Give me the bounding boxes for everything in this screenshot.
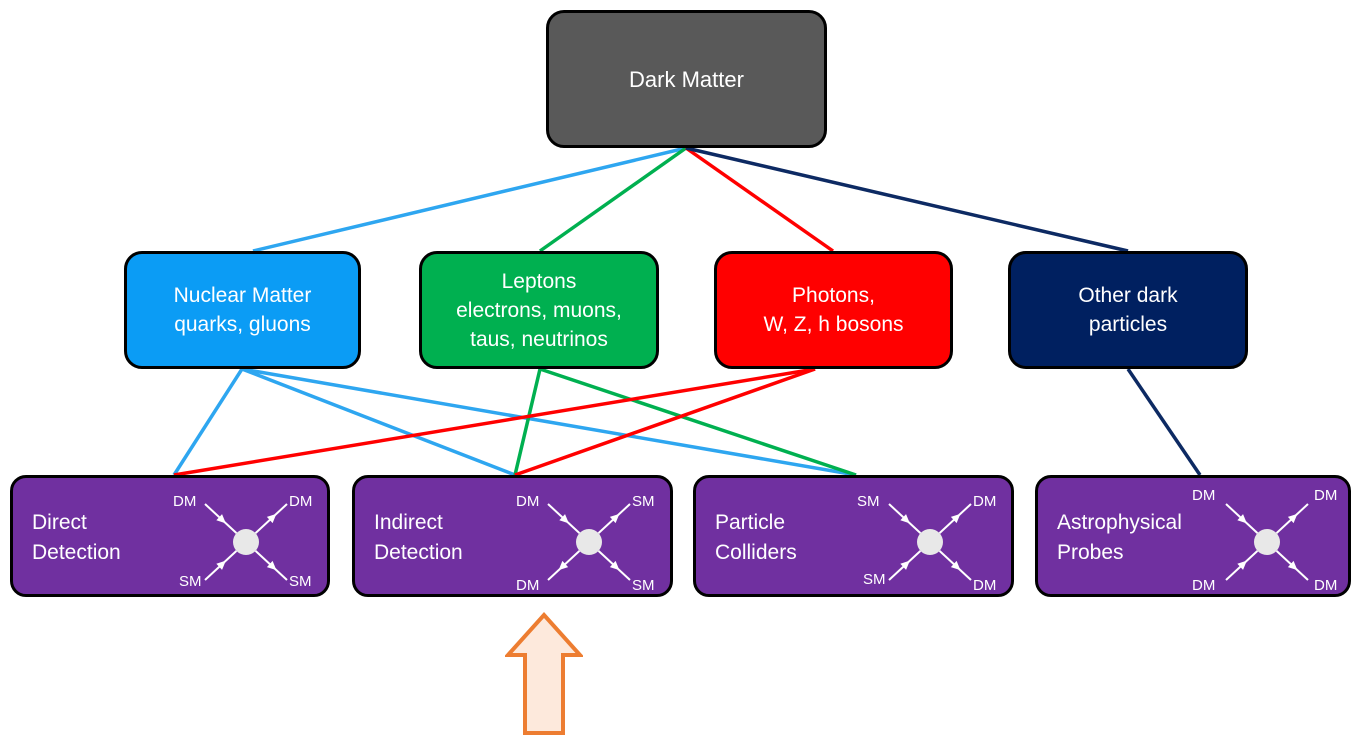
- direct-line-1: Direct: [32, 511, 87, 534]
- vertex-arrowhead-icon: [900, 514, 910, 524]
- other-dark-particles-node: Other dark particles: [1008, 251, 1248, 369]
- vertex-arrowhead-icon: [216, 514, 226, 524]
- collider-line-2: Colliders: [715, 541, 797, 564]
- vertex-blob-icon: [233, 529, 259, 555]
- photons-line-2: W, Z, h bosons: [763, 313, 904, 336]
- link-root-to-other: [685, 146, 1129, 253]
- collider-line-1: Particle: [715, 511, 786, 534]
- vertex-label-top-right: SM: [632, 493, 655, 510]
- leptons-line-3: taus, neutrinos: [470, 327, 608, 351]
- vertex-arrowhead-icon: [609, 513, 620, 524]
- link-root-to-photons: [684, 146, 835, 253]
- vertex-arrowhead-icon: [1287, 560, 1298, 571]
- vertex-arrowhead-icon: [266, 560, 277, 571]
- vertex-label-bottom-right: DM: [1314, 577, 1337, 594]
- vertex-label-bottom-left: DM: [1192, 577, 1215, 594]
- vertex-arrowhead-icon: [216, 560, 226, 570]
- vertex-arrowhead-icon: [558, 560, 569, 571]
- vertex-label-bottom-left: SM: [179, 573, 202, 590]
- feynman-vertex-icon: SM DM SM DM: [857, 493, 996, 594]
- vertex-legs: [888, 503, 972, 581]
- link-root-to-leptons: [538, 146, 688, 253]
- link-leptons-to-indirect: [513, 368, 542, 476]
- vertex-blob-icon: [917, 529, 943, 555]
- leptons-line-2: electrons, muons,: [456, 298, 622, 322]
- feynman-vertex-icon: DM DM DM DM: [1192, 487, 1337, 594]
- vertex-arrowhead-icon: [950, 513, 961, 524]
- vertex-arrowhead-icon: [266, 513, 277, 524]
- link-nuclear-to-direct: [172, 368, 244, 476]
- other-dark-line-1: Other dark: [1078, 284, 1178, 307]
- astrophysical-probes-node: Astrophysical Probes DM DM DM DM: [1035, 475, 1351, 597]
- vertex-label-top-left: SM: [857, 493, 880, 510]
- vertex-arrowhead-icon: [1287, 513, 1298, 524]
- vertex-arrowhead-icon: [559, 514, 569, 524]
- link-other-to-astro: [1126, 368, 1202, 476]
- nuclear-matter-line-1: Nuclear Matter: [173, 284, 312, 307]
- vertex-arrowhead-icon: [900, 560, 910, 570]
- vertex-legs: [547, 503, 631, 581]
- vertex-arrowhead-icon: [950, 560, 961, 571]
- link-nuclear-to-collider: [241, 367, 857, 477]
- vertex-label-bottom-left: DM: [516, 577, 539, 594]
- vertex-label-top-left: DM: [516, 493, 539, 510]
- link-root-to-nuclear: [252, 146, 687, 253]
- vertex-blob-icon: [576, 529, 602, 555]
- vertex-arrowhead-icon: [1237, 560, 1247, 570]
- leptons-line-1: Leptons: [501, 269, 577, 293]
- vertex-label-bottom-left: SM: [863, 571, 886, 588]
- vertex-label-bottom-right: DM: [973, 577, 996, 594]
- astro-line-1: Astrophysical: [1057, 511, 1182, 534]
- vertex-arrowhead-icon: [1237, 514, 1247, 524]
- vertex-label-top-left: DM: [1192, 487, 1215, 504]
- up-arrow-icon: [505, 612, 583, 735]
- link-nuclear-to-indirect: [241, 367, 516, 477]
- vertex-label-top-right: DM: [289, 493, 312, 510]
- link-leptons-to-collider: [539, 367, 857, 477]
- photons-line-1: Photons,: [792, 284, 875, 307]
- direct-line-2: Detection: [32, 541, 121, 564]
- link-photons-to-indirect: [514, 367, 816, 477]
- feynman-vertex-icon: DM SM DM SM: [516, 493, 655, 594]
- photons-node: Photons, W, Z, h bosons: [714, 251, 953, 369]
- dark-matter-node: Dark Matter: [546, 10, 827, 148]
- nuclear-matter-node: Nuclear Matter quarks, gluons: [124, 251, 361, 369]
- leptons-node: Leptons electrons, muons, taus, neutrino…: [419, 251, 659, 369]
- link-photons-to-direct: [173, 367, 816, 477]
- particle-colliders-node: Particle Colliders SM DM SM DM: [693, 475, 1014, 597]
- indirect-detection-node: Indirect Detection DM SM DM SM: [352, 475, 673, 597]
- vertex-arrowhead-icon: [609, 560, 620, 571]
- dark-matter-label: Dark Matter: [629, 66, 744, 92]
- other-dark-line-2: particles: [1088, 313, 1168, 336]
- vertex-label-bottom-right: SM: [632, 577, 655, 594]
- vertex-legs: [204, 503, 288, 581]
- vertex-blob-icon: [1254, 529, 1280, 555]
- indirect-line-2: Detection: [374, 541, 463, 564]
- feynman-vertex-icon: DM DM SM SM: [173, 493, 312, 590]
- vertex-label-top-right: DM: [1314, 487, 1337, 504]
- nuclear-matter-line-2: quarks, gluons: [174, 313, 311, 336]
- direct-detection-node: Direct Detection DM DM SM SM: [10, 475, 330, 597]
- vertex-label-bottom-right: SM: [289, 573, 312, 590]
- vertex-label-top-left: DM: [173, 493, 196, 510]
- vertex-legs: [1225, 503, 1309, 581]
- vertex-label-top-right: DM: [973, 493, 996, 510]
- indirect-line-1: Indirect: [374, 511, 443, 534]
- astro-line-2: Probes: [1057, 541, 1124, 564]
